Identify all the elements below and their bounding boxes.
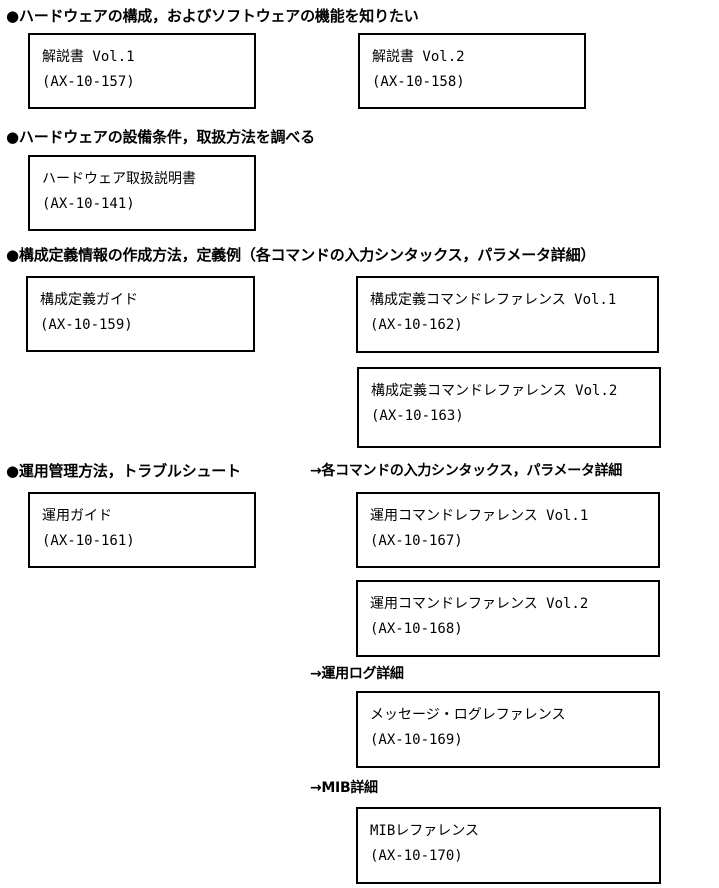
- doc-title: MIBレファレンス: [370, 823, 480, 839]
- arrow-heading-mib: →MIB詳細: [310, 780, 378, 796]
- doc-box-config-command-vol1: 構成定義コマンドレファレンス Vol.1 (AX-10-162): [356, 276, 659, 353]
- doc-box-config-guide: 構成定義ガイド (AX-10-159): [26, 276, 255, 352]
- doc-code: (AX-10-170): [370, 848, 463, 864]
- doc-box-hardware-handling: ハードウェア取扱説明書 (AX-10-141): [28, 155, 256, 231]
- arrow-heading-command-syntax: →各コマンドの入力シンタックス，パラメータ詳細: [310, 463, 622, 479]
- doc-title: 構成定義コマンドレファレンス Vol.1: [370, 292, 617, 308]
- doc-box-manual-vol1: 解説書 Vol.1 (AX-10-157): [28, 33, 256, 109]
- doc-box-mib: MIBレファレンス (AX-10-170): [356, 807, 661, 884]
- doc-title: メッセージ・ログレファレンス: [370, 707, 566, 723]
- doc-code: (AX-10-157): [42, 74, 135, 90]
- doc-title: 構成定義コマンドレファレンス Vol.2: [371, 383, 618, 399]
- arrow-heading-log: →運用ログ詳細: [310, 666, 404, 682]
- doc-box-manual-vol2: 解説書 Vol.2 (AX-10-158): [358, 33, 586, 109]
- doc-title: 運用コマンドレファレンス Vol.1: [370, 508, 589, 524]
- doc-code: (AX-10-167): [370, 533, 463, 549]
- section-heading-hardware-handling: ●ハードウェアの設備条件，取扱方法を調べる: [6, 128, 315, 146]
- doc-title: 運用コマンドレファレンス Vol.2: [370, 596, 589, 612]
- doc-box-config-command-vol2: 構成定義コマンドレファレンス Vol.2 (AX-10-163): [357, 367, 661, 448]
- doc-code: (AX-10-158): [372, 74, 465, 90]
- section-heading-config: ●構成定義情報の作成方法，定義例（各コマンドの入力シンタックス，パラメータ詳細）: [6, 246, 596, 264]
- doc-title: 運用ガイド: [42, 508, 112, 524]
- doc-box-operation-command-vol1: 運用コマンドレファレンス Vol.1 (AX-10-167): [356, 492, 660, 568]
- doc-title: 構成定義ガイド: [40, 292, 138, 308]
- doc-code: (AX-10-168): [370, 621, 463, 637]
- doc-title: ハードウェア取扱説明書: [42, 171, 196, 187]
- doc-box-operation-command-vol2: 運用コマンドレファレンス Vol.2 (AX-10-168): [356, 580, 660, 657]
- section-heading-operation: ●運用管理方法，トラブルシュート: [6, 462, 241, 480]
- doc-box-message-log: メッセージ・ログレファレンス (AX-10-169): [356, 691, 660, 768]
- doc-code: (AX-10-161): [42, 533, 135, 549]
- doc-code: (AX-10-162): [370, 317, 463, 333]
- doc-title: 解説書 Vol.2: [372, 49, 465, 65]
- doc-code: (AX-10-141): [42, 196, 135, 212]
- doc-code: (AX-10-163): [371, 408, 464, 424]
- doc-code: (AX-10-159): [40, 317, 133, 333]
- doc-title: 解説書 Vol.1: [42, 49, 135, 65]
- section-heading-hardware-software: ●ハードウェアの構成，およびソフトウェアの機能を知りたい: [6, 7, 419, 25]
- doc-code: (AX-10-169): [370, 732, 463, 748]
- doc-box-operation-guide: 運用ガイド (AX-10-161): [28, 492, 256, 568]
